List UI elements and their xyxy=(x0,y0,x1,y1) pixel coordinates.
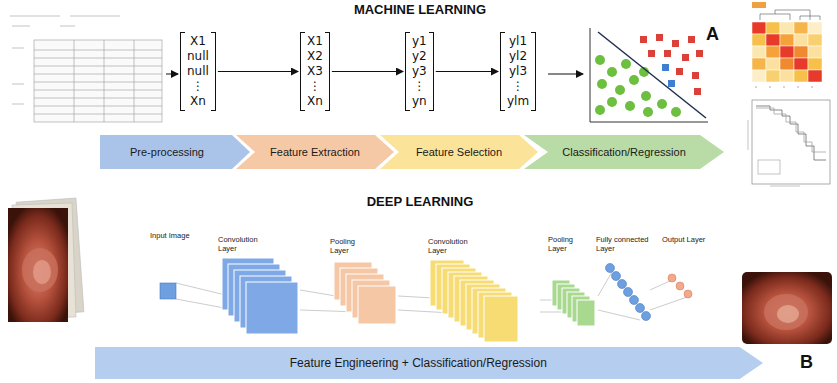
section-title: MACHINE LEARNING xyxy=(300,3,540,18)
layer-label: Pooling Layer xyxy=(548,236,592,253)
layer-label: Output Layer xyxy=(662,236,706,245)
step-label: Classification/Regression xyxy=(524,135,724,169)
arrow-fill xyxy=(100,135,250,169)
vector-bracket: X1 null null ⋮ Xn xyxy=(180,32,216,111)
layer-label: Convolution Layer xyxy=(218,236,270,253)
vector-bracket: yl1 yl2 yl3 ⋮ ylm xyxy=(500,32,536,111)
flow-arrow xyxy=(332,71,403,72)
section-title: DEEP LEARNING xyxy=(320,195,520,210)
cnn-layers xyxy=(160,258,692,342)
flow-line xyxy=(166,74,178,75)
table-thumbnail xyxy=(10,16,162,122)
heatmap-thumbnail xyxy=(752,2,822,88)
vector-entries: y1 y2 y3 ⋮ yn xyxy=(412,34,427,109)
step-label: Feature Extraction xyxy=(236,135,394,169)
step-arrow: Classification/Regression xyxy=(524,135,724,169)
flow-arrow xyxy=(218,71,298,72)
step-arrow: Feature Extraction xyxy=(236,135,394,169)
layer-label: Convolution Layer xyxy=(428,238,480,255)
flow-arrow xyxy=(436,71,498,72)
panel-letter: A xyxy=(706,24,726,45)
arrow-fill xyxy=(380,135,538,169)
layer-label: Input Image xyxy=(150,232,190,241)
step-label: Pre-processing xyxy=(100,135,250,169)
endoscopy-image-stack xyxy=(8,198,84,322)
panel-letter: B xyxy=(800,352,820,373)
vector-bracket: y1 y2 y3 ⋮ yn xyxy=(405,32,434,111)
vector-entries: yl1 yl2 yl3 ⋮ ylm xyxy=(507,34,529,109)
step-label: Feature Engineering + Classification/Reg… xyxy=(95,347,763,379)
step-arrow: Pre-processing xyxy=(100,135,250,169)
step-arrow: Feature Selection xyxy=(380,135,538,169)
step-label: Feature Selection xyxy=(380,135,538,169)
survival-curve-thumbnail xyxy=(748,100,830,186)
arrow-fill xyxy=(95,347,763,379)
flow-line xyxy=(548,74,583,75)
arrow-fill xyxy=(236,135,394,169)
vector-bracket: X1 X2 X3 ⋮ Xn xyxy=(300,32,330,111)
layer-label: Fully connected Layer xyxy=(596,236,658,253)
layer-label: Pooling Layer xyxy=(330,238,374,255)
vector-entries: X1 X2 X3 ⋮ Xn xyxy=(307,34,323,109)
scatter-plot xyxy=(590,28,708,122)
endoscopy-output-image xyxy=(742,272,832,344)
vector-entries: X1 null null ⋮ Xn xyxy=(187,34,209,109)
arrow-fill xyxy=(524,135,724,169)
step-arrow: Feature Engineering + Classification/Reg… xyxy=(95,347,763,379)
